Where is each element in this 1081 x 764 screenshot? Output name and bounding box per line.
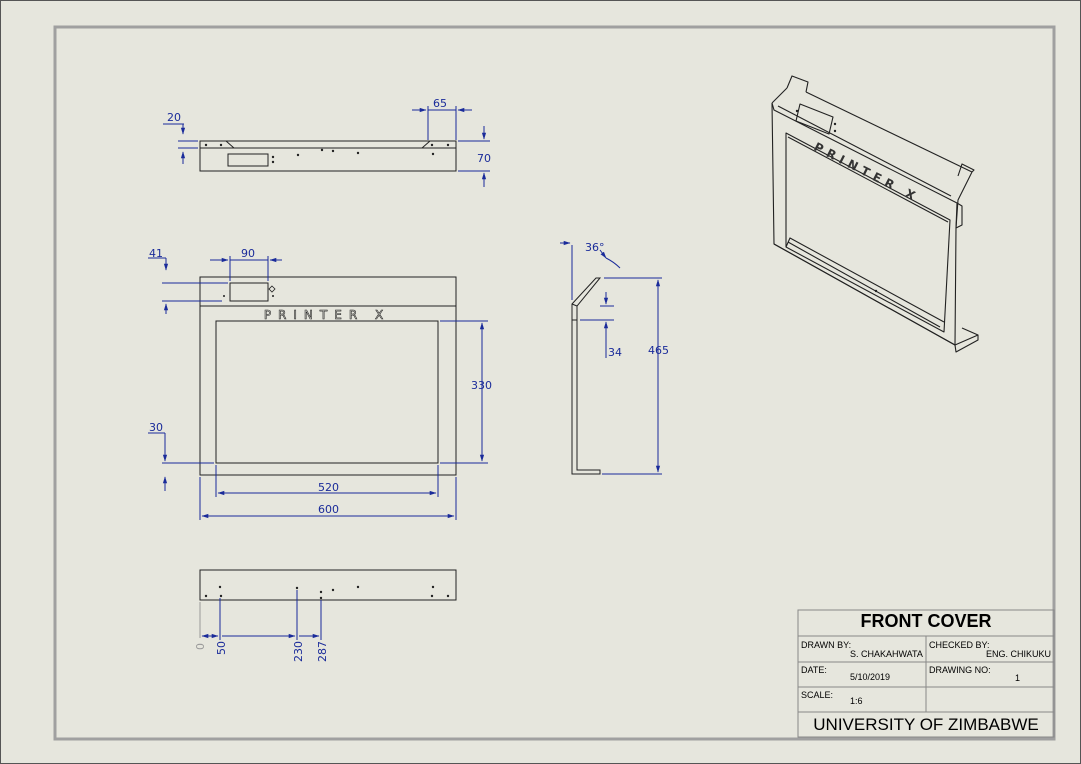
top-view bbox=[199, 140, 457, 172]
dim-330: 330 bbox=[471, 379, 492, 392]
dim-287: 287 bbox=[316, 641, 329, 662]
dim-465: 465 bbox=[648, 344, 669, 357]
title-block-title: FRONT COVER bbox=[860, 611, 992, 631]
organization-name: UNIVERSITY OF ZIMBABWE bbox=[813, 715, 1039, 734]
date-label: DATE: bbox=[801, 665, 827, 675]
dim-41: 41 bbox=[149, 247, 163, 260]
isometric-view bbox=[771, 75, 979, 353]
checked-by-label: CHECKED BY: bbox=[929, 640, 990, 650]
dim-65: 65 bbox=[433, 97, 447, 110]
dim-600: 600 bbox=[318, 503, 339, 516]
panel-label-front: PRINTER X bbox=[264, 308, 390, 322]
side-view bbox=[571, 277, 602, 475]
dim-230: 230 bbox=[292, 641, 305, 662]
front-view-dims bbox=[148, 256, 488, 520]
front-view bbox=[199, 276, 457, 476]
title-block-frame bbox=[797, 609, 1055, 738]
dim-20: 20 bbox=[167, 111, 181, 124]
isometric-dots bbox=[795, 109, 878, 293]
side-view-dims bbox=[560, 240, 662, 475]
drawing-no-value: 1 bbox=[1015, 673, 1021, 683]
drawing-border bbox=[53, 25, 1056, 741]
dim-0: 0 bbox=[194, 643, 207, 650]
dim-70: 70 bbox=[477, 152, 491, 165]
dim-34: 34 bbox=[608, 346, 622, 359]
drawn-by-value: S. CHAKAHWATA bbox=[850, 649, 923, 659]
drawn-by-label: DRAWN BY: bbox=[801, 640, 852, 650]
scale-value: 1:6 bbox=[850, 696, 863, 706]
checked-by-value: ENG. CHIKUKU bbox=[986, 649, 1052, 659]
dim-50: 50 bbox=[215, 641, 228, 655]
dim-angle-36: 36° bbox=[585, 241, 605, 254]
dim-90: 90 bbox=[241, 247, 255, 260]
date-value: 5/10/2019 bbox=[850, 672, 891, 682]
bottom-view bbox=[199, 569, 457, 601]
bottom-view-dims bbox=[199, 590, 322, 640]
drawing-no-label: DRAWING NO: bbox=[929, 665, 991, 675]
top-view-dims bbox=[163, 106, 490, 187]
scale-label: SCALE: bbox=[801, 690, 834, 700]
dim-30: 30 bbox=[149, 421, 163, 434]
dim-520: 520 bbox=[318, 481, 339, 494]
